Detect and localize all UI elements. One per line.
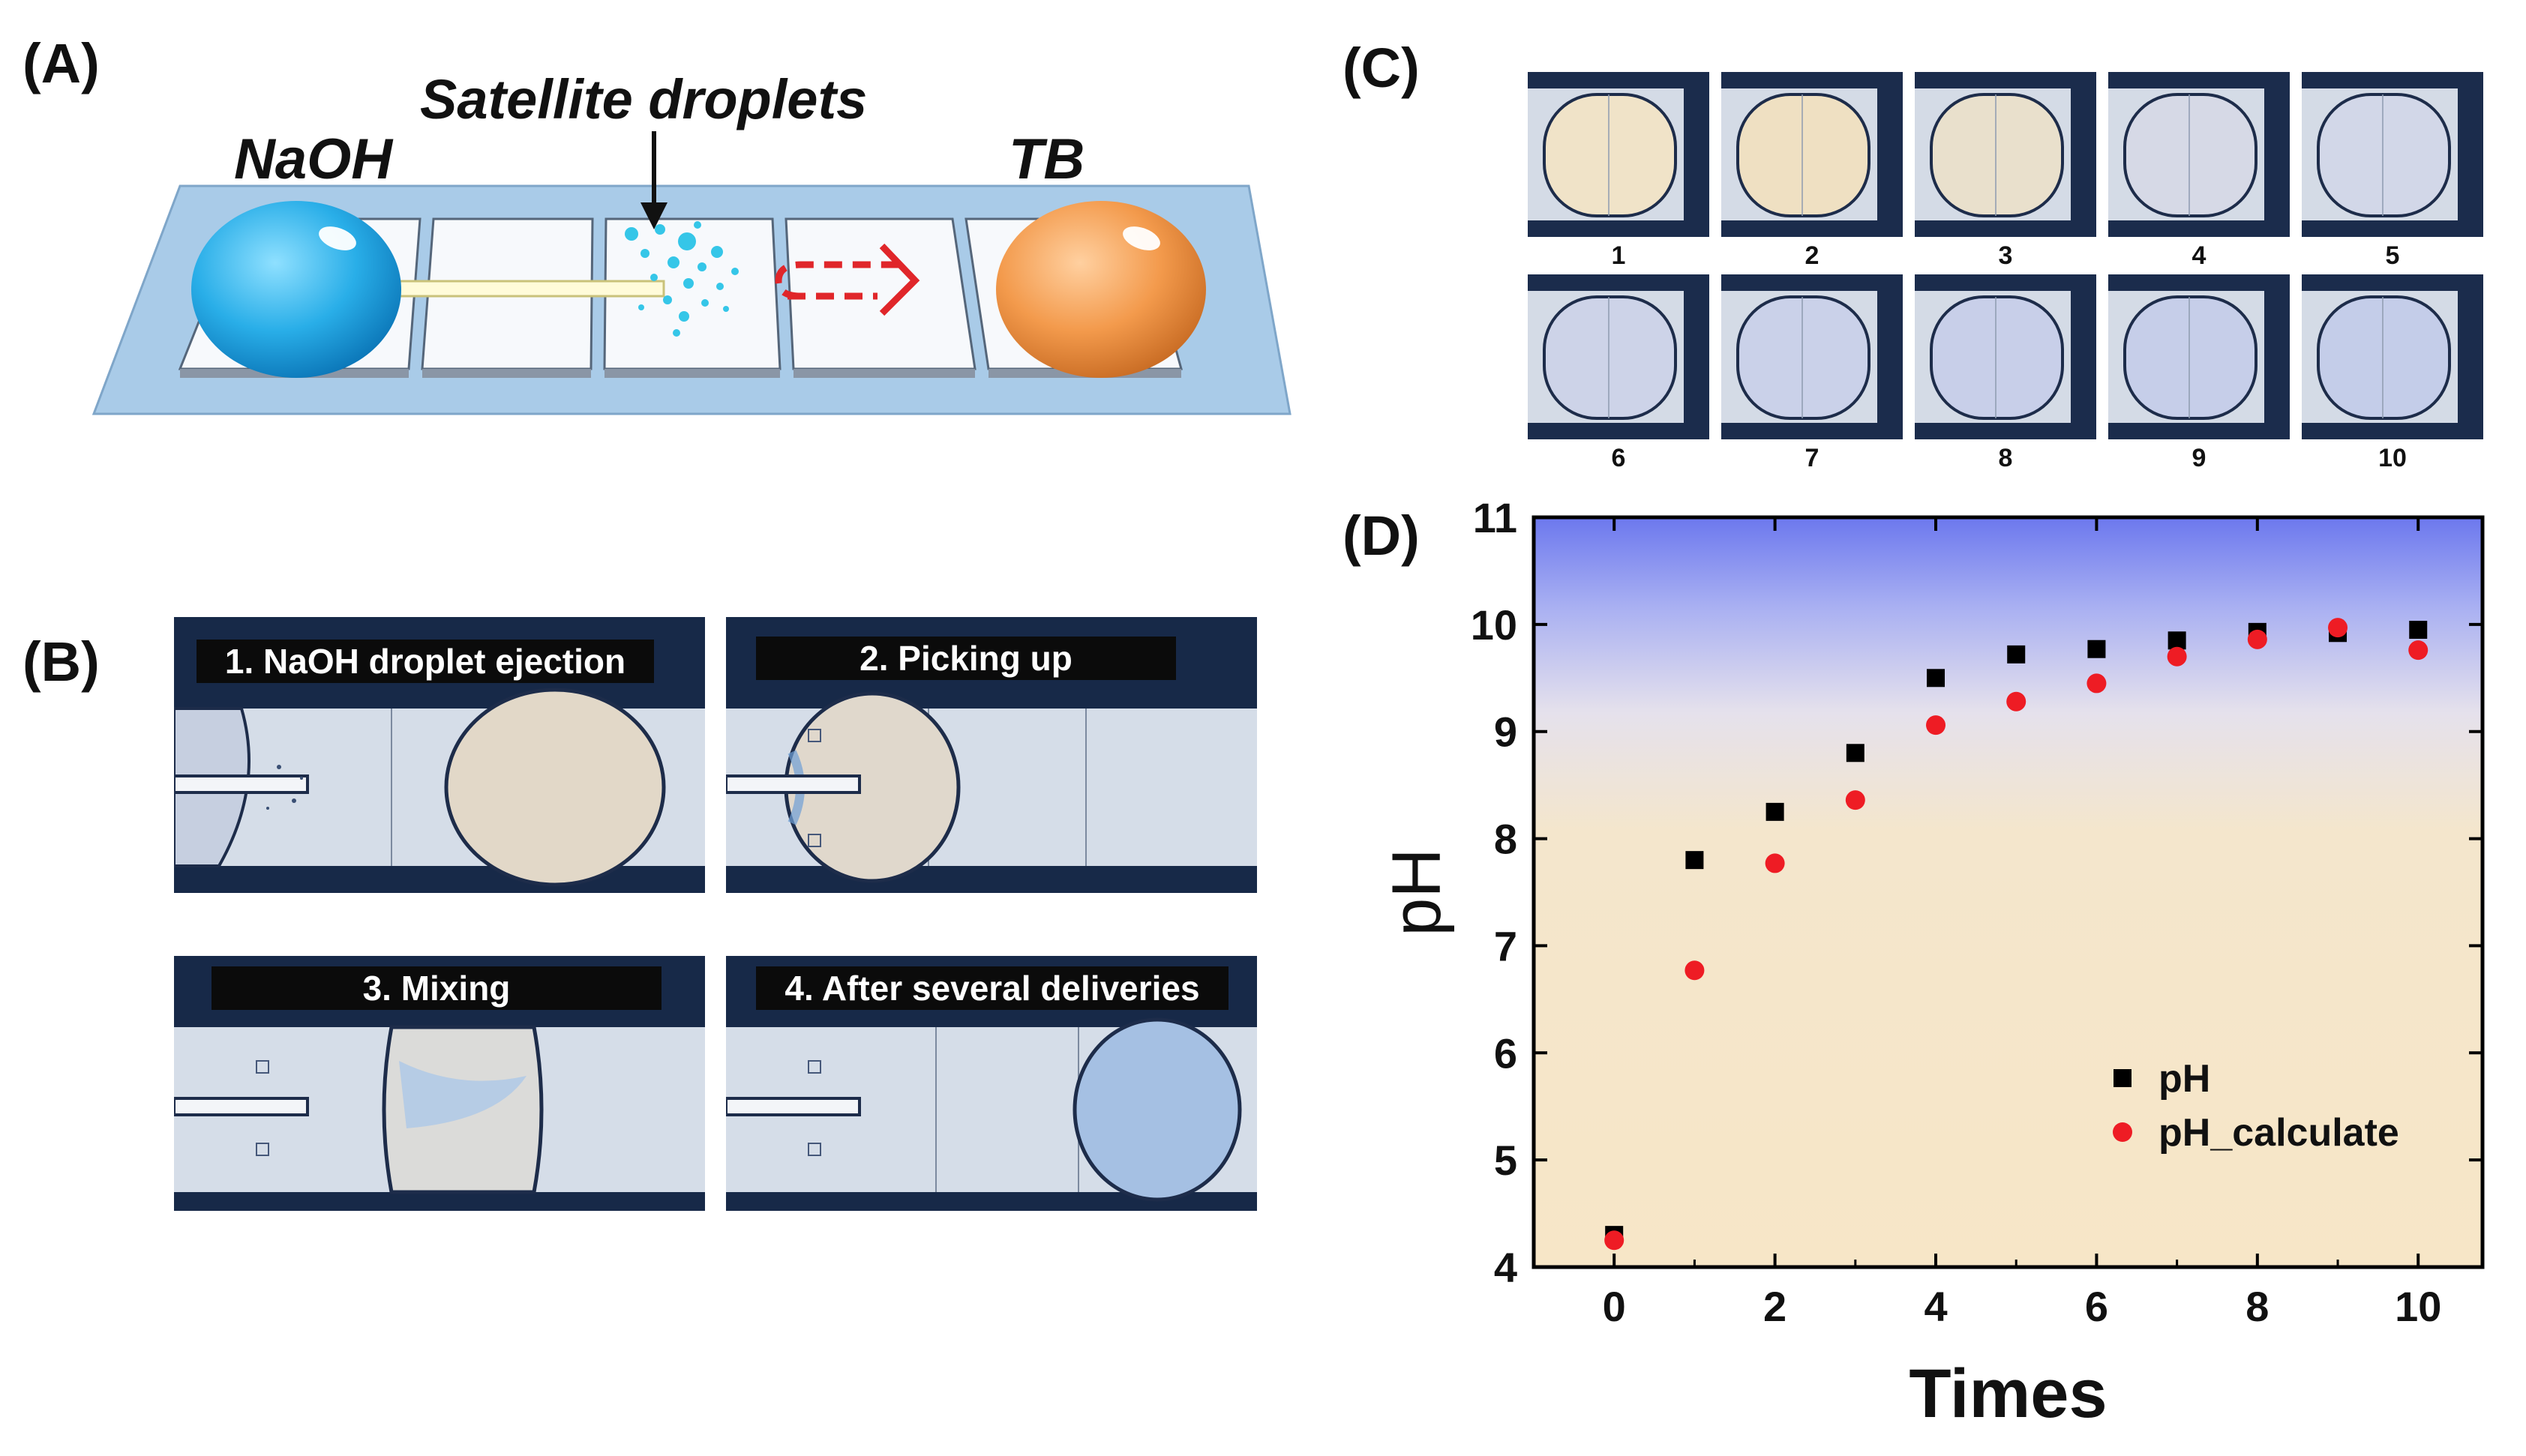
ph-thumbnail (2302, 72, 2483, 237)
electrode-pad-4 (784, 217, 976, 370)
ph-thumbnail (1915, 274, 2096, 439)
y-tick-label: 4 (1494, 1244, 1517, 1291)
ph-thumbnail-label: 6 (1611, 444, 1626, 472)
ph-thumbnail-label: 3 (1998, 241, 2013, 270)
data-point-pH (2168, 631, 2186, 650)
ph-thumbnail (1528, 274, 1709, 439)
data-point-pH (1685, 851, 1704, 870)
data-point-pH_calculate (1684, 960, 1705, 981)
y-tick-label: 8 (1494, 816, 1517, 863)
step-4-photo: 4. After several deliveries (726, 956, 1257, 1211)
step-2-photo: 2. Picking up (726, 617, 1257, 893)
data-point-pH_calculate (2086, 673, 2107, 694)
step-3-caption: 3. Mixing (212, 966, 662, 1010)
y-tick-label: 11 (1473, 494, 1517, 541)
data-point-pH_calculate (2247, 629, 2267, 649)
data-point-pH_calculate (2408, 640, 2428, 661)
ph-thumbnail (2108, 274, 2290, 439)
x-tick-label: 8 (2246, 1283, 2269, 1330)
data-point-pH_calculate (1845, 790, 1865, 810)
step-1-photo: 1. NaOH droplet ejection (174, 617, 705, 893)
y-tick-label: 7 (1494, 922, 1517, 969)
x-axis-label: Times (1909, 1356, 2107, 1432)
legend-label: pH (2158, 1057, 2210, 1101)
satellite-droplets-label: Satellite droplets (420, 68, 867, 130)
data-point-pH (2087, 640, 2106, 658)
data-point-pH (1927, 669, 1946, 688)
legend-marker (2114, 1069, 2132, 1087)
step-3-photo: 3. Mixing (174, 956, 705, 1211)
ph-thumbnail-label: 7 (1804, 444, 1820, 472)
ph-thumbnail (1915, 72, 2096, 237)
data-point-pH_calculate (2006, 691, 2026, 712)
naoh-label: NaOH (234, 127, 394, 191)
ph-thumbnail-label: 2 (1804, 241, 1820, 270)
ph-thumbnail-label: 8 (1998, 444, 2013, 472)
y-tick-label: 5 (1494, 1137, 1517, 1184)
x-tick-label: 6 (2085, 1283, 2108, 1330)
ph-thumbnail-label: 4 (2192, 241, 2206, 270)
legend-marker (2113, 1122, 2132, 1142)
x-tick-label: 2 (1763, 1283, 1786, 1330)
data-point-pH_calculate (1926, 715, 1946, 735)
tb-label: TB (1009, 127, 1084, 191)
ph-thumbnail-label: 9 (2192, 444, 2206, 472)
data-point-pH (2007, 645, 2026, 664)
panel-a-diagram: NaOH Satellite droplets TB (92, 68, 1292, 415)
data-point-pH_calculate (1604, 1230, 1624, 1251)
step-1-caption: 1. NaOH droplet ejection (196, 640, 654, 683)
tb-droplet (996, 201, 1206, 378)
y-tick-label: 9 (1494, 709, 1517, 756)
data-point-pH_calculate (2328, 618, 2348, 638)
ph-thumbnail-label: 10 (2378, 444, 2407, 472)
y-tick-label: 6 (1494, 1029, 1517, 1077)
panel-b-label: (B) (22, 631, 100, 693)
panel-c-label: (C) (1342, 37, 1420, 99)
ph-thumbnail-label: 1 (1611, 241, 1626, 270)
x-tick-label: 0 (1603, 1283, 1626, 1330)
step-4-caption: 4. After several deliveries (756, 966, 1228, 1010)
legend-label: pH_calculate (2158, 1111, 2399, 1155)
y-tick-label: 10 (1471, 601, 1517, 649)
panel-a-label: (A) (22, 32, 100, 94)
satellite-droplets (625, 221, 739, 337)
ph-thumbnail (1528, 72, 1709, 237)
data-point-pH (2409, 621, 2428, 639)
data-point-pH (1766, 802, 1784, 821)
ph-thumbnail-label: 5 (2385, 241, 2400, 270)
plot-area (1532, 515, 2485, 1269)
x-tick-label: 4 (1924, 1283, 1947, 1330)
panel-d-label: (D) (1342, 505, 1420, 567)
data-point-pH_calculate (2167, 646, 2187, 667)
data-point-pH_calculate (1765, 853, 1785, 873)
capillary-tube (396, 280, 665, 298)
ph-thumbnail (2302, 274, 2483, 439)
ph-thumbnail (1721, 274, 1903, 439)
x-tick-label: 10 (2395, 1283, 2441, 1330)
step-2-caption: 2. Picking up (756, 637, 1176, 680)
ph-thumbnail (1721, 72, 1903, 237)
naoh-droplet (191, 201, 401, 378)
ph-thumbnail (2108, 72, 2290, 237)
y-axis-label: pH (1378, 848, 1455, 936)
data-point-pH (1846, 744, 1864, 762)
